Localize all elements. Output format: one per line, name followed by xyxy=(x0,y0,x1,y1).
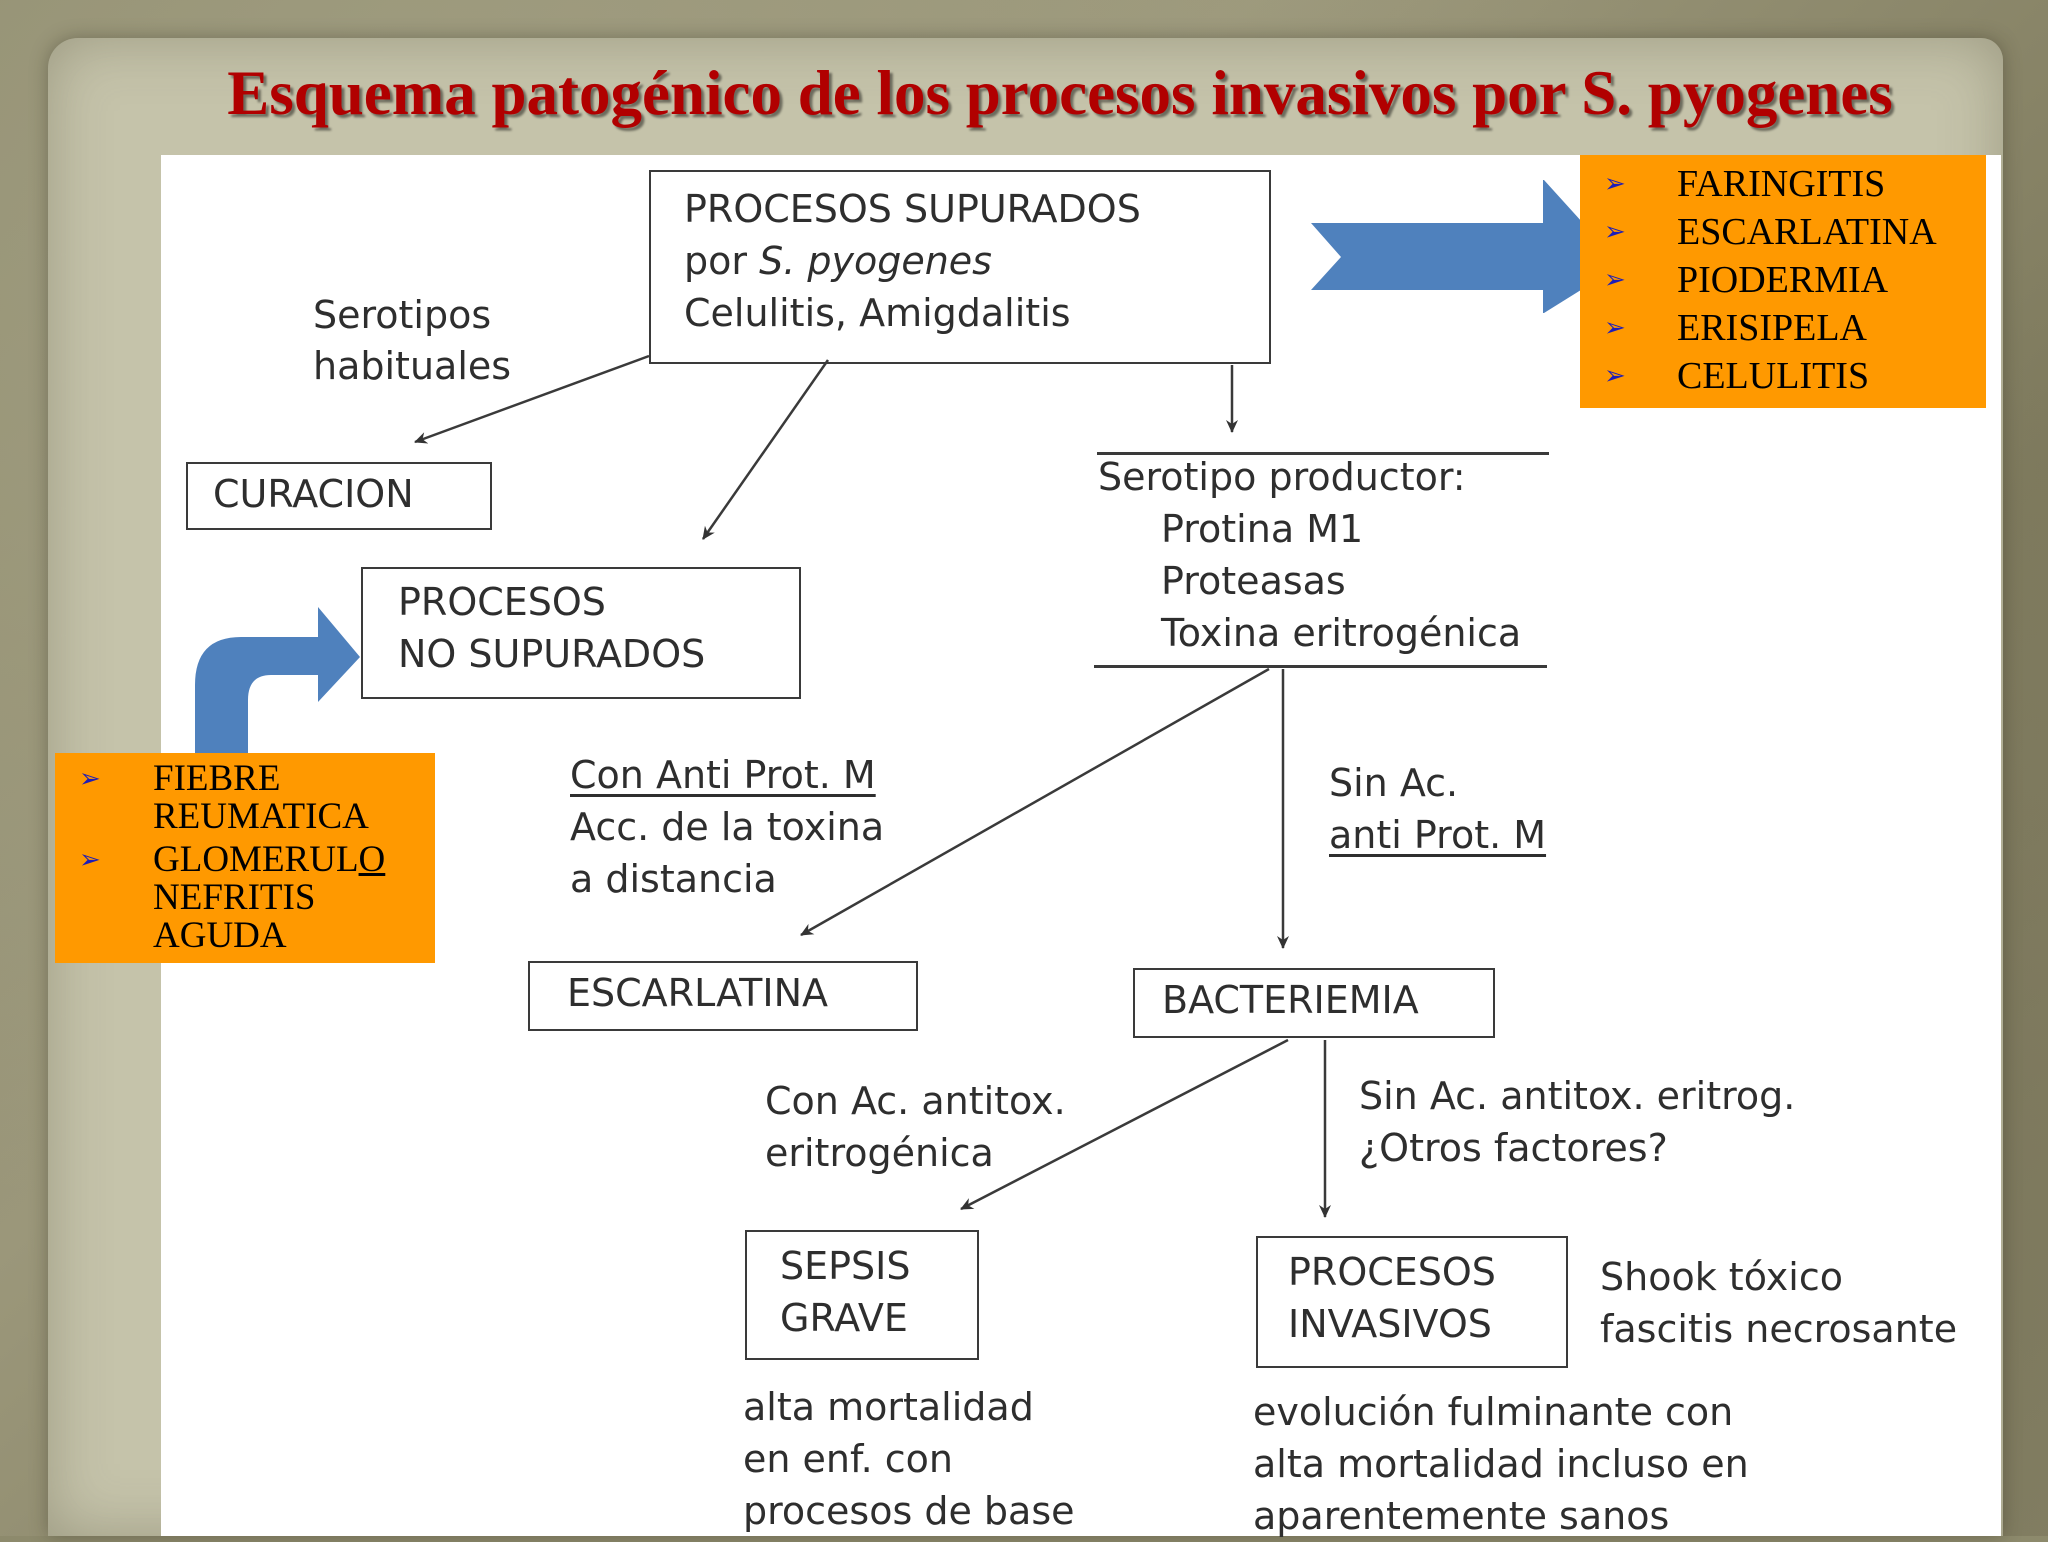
bullet-arrow-icon: ➢ xyxy=(1604,265,1626,294)
box-bacteriemia xyxy=(1133,968,1495,1038)
invasivos-note-line3: aparentemente sanos xyxy=(1253,1494,1670,1538)
invasivos-note-line1: evolución fulminante con xyxy=(1253,1390,1734,1434)
blue-curved-arrow xyxy=(195,607,360,755)
sin-ac-line1: Sin Ac. xyxy=(1329,761,1459,805)
shook-line2: fascitis necrosante xyxy=(1600,1307,1958,1351)
slide-title: Esquema patogénico de los procesos invas… xyxy=(227,58,1893,128)
sepsis-note-line3: procesos de base xyxy=(743,1489,1075,1533)
serotipo-line4: Toxina eritrogénica xyxy=(1161,611,1522,655)
serotipo-bottom-rule xyxy=(1094,665,1547,668)
arrow-to-escarlatina xyxy=(800,667,1270,937)
bullet-arrow-icon: ➢ xyxy=(1604,169,1626,198)
procesos-supurados-line2: por S. pyogenes xyxy=(684,239,992,283)
bullet-arrow-icon: ➢ xyxy=(1604,313,1626,342)
serotipo-top-rule xyxy=(1097,452,1549,455)
escarlatina-label: ESCARLATINA xyxy=(567,971,828,1015)
shook-line1: Shook tóxico xyxy=(1600,1255,1843,1299)
scanned-diagram: PROCESOS SUPURADOS por S. pyogenes Celul… xyxy=(161,155,2001,1538)
con-anti-line3: a distancia xyxy=(570,857,777,901)
arrow-to-sepsis xyxy=(960,1038,1289,1211)
procesos-supurados-line1: PROCESOS SUPURADOS xyxy=(684,187,1141,231)
sin-ac-antitox-line1: Sin Ac. antitox. eritrog. xyxy=(1359,1074,1796,1118)
sin-ac-line2: anti Prot. M xyxy=(1329,813,1547,857)
sepsis-line1: SEPSIS xyxy=(780,1244,911,1288)
right-list-item: ➢ERISIPELA xyxy=(1580,304,1986,352)
procesos-supurados-line3: Celulitis, Amigdalitis xyxy=(684,291,1071,335)
sepsis-note-line2: en enf. con xyxy=(743,1437,954,1481)
con-anti-line2: Acc. de la toxina xyxy=(570,805,885,849)
serotipo-line2: Protina M1 xyxy=(1161,507,1364,551)
bacteriemia-label: BACTERIEMIA xyxy=(1162,978,1419,1022)
bullet-arrow-icon: ➢ xyxy=(1604,217,1626,246)
orange-box-right: ➢FARINGITIS ➢ESCARLATINA ➢PIODERMIA ➢ERI… xyxy=(1580,155,1986,408)
con-anti-line1: Con Anti Prot. M xyxy=(570,753,876,797)
orange-box-left: ➢ FIEBRE REUMATICA ➢ GLOMERULO NEFRITIS … xyxy=(55,753,435,963)
box-no-supurados xyxy=(361,567,801,699)
bullet-arrow-icon: ➢ xyxy=(1604,361,1626,390)
right-list-item: ➢FARINGITIS xyxy=(1580,160,1986,208)
box-procesos-supurados xyxy=(649,170,1271,364)
serotipo-line1: Serotipo productor: xyxy=(1098,455,1466,499)
serotipos-label-line1: Serotipos xyxy=(313,293,492,337)
box-escarlatina xyxy=(528,961,918,1031)
box-invasivos xyxy=(1256,1236,1568,1368)
serotipo-line3: Proteasas xyxy=(1161,559,1346,603)
diagram-connectors xyxy=(195,180,1621,1218)
arrow-to-no-supurados xyxy=(701,359,830,540)
bullet-arrow-icon: ➢ xyxy=(79,764,101,793)
serotipos-label-line2: habituales xyxy=(313,344,512,388)
invasivos-note-line2: alta mortalidad incluso en xyxy=(1253,1442,1749,1486)
con-ac-antitox-line2: eritrogénica xyxy=(765,1131,994,1175)
box-curacion xyxy=(186,462,492,530)
arrow-to-curacion xyxy=(414,354,650,444)
right-list-item: ➢ESCARLATINA xyxy=(1580,208,1986,256)
invasivos-line2: INVASIVOS xyxy=(1288,1302,1492,1346)
left-list-item-glomerulonefritis: ➢ GLOMERULO NEFRITIS AGUDA xyxy=(79,839,386,956)
sepsis-note-line1: alta mortalidad xyxy=(743,1385,1034,1429)
no-supurados-line1: PROCESOS xyxy=(398,580,606,624)
blue-right-arrow xyxy=(1311,180,1621,313)
sin-ac-antitox-line2: ¿Otros factores? xyxy=(1359,1126,1668,1170)
sepsis-line2: GRAVE xyxy=(780,1296,908,1340)
con-ac-antitox-line1: Con Ac. antitox. xyxy=(765,1079,1066,1123)
invasivos-line1: PROCESOS xyxy=(1288,1250,1496,1294)
left-list-item-fiebre: ➢ FIEBRE REUMATICA xyxy=(79,758,369,837)
bullet-arrow-icon: ➢ xyxy=(79,845,101,874)
right-list-item: ➢CELULITIS xyxy=(1580,352,1986,400)
box-sepsis xyxy=(745,1230,979,1360)
curacion-label: CURACION xyxy=(213,472,414,516)
no-supurados-line2: NO SUPURADOS xyxy=(398,632,706,676)
right-list-item: ➢PIODERMIA xyxy=(1580,256,1986,304)
